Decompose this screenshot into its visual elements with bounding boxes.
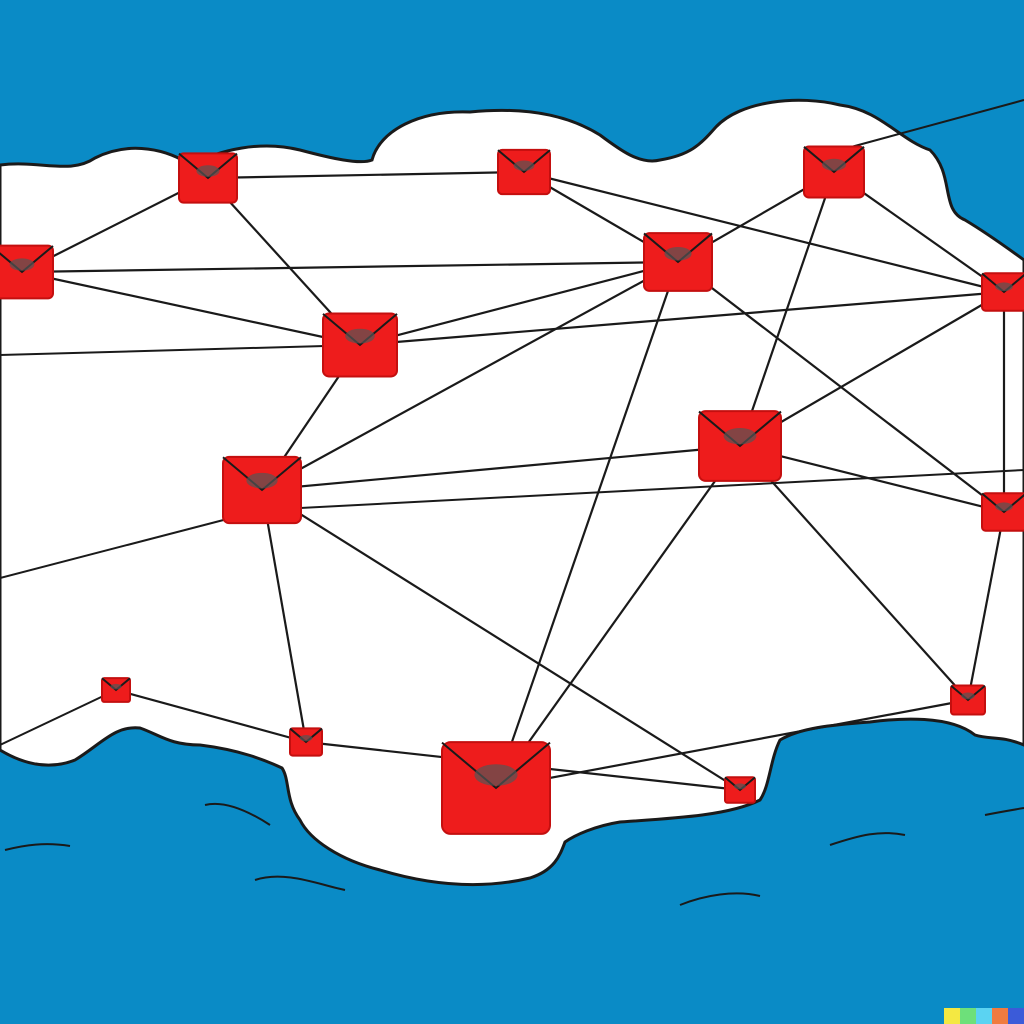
network-node (981, 272, 1024, 312)
network-link (207, 170, 525, 180)
network-node (497, 148, 551, 196)
ground-scribbles (4, 802, 1024, 906)
network-node (981, 492, 1024, 532)
network-link (0, 689, 117, 746)
network-link (261, 444, 741, 492)
network-link (260, 489, 308, 743)
watermark-swatch (944, 1008, 960, 1024)
network-nodes (0, 145, 1024, 835)
watermark-swatch (992, 1008, 1008, 1024)
network-link (523, 170, 1005, 294)
watermark-strip (944, 1008, 1024, 1024)
network-link (261, 469, 1024, 511)
network-link (359, 260, 679, 347)
network-link (0, 509, 263, 579)
watermark-swatch (960, 1008, 976, 1024)
network-node (0, 244, 54, 300)
network-link (495, 445, 741, 789)
network-node (724, 776, 756, 804)
network-link (738, 171, 836, 447)
network-link (21, 270, 361, 347)
network-link (359, 290, 1005, 347)
network-link (115, 688, 307, 744)
watermark-swatch (1008, 1008, 1024, 1024)
network-node (643, 232, 713, 292)
network-link (966, 511, 1006, 701)
network-link (261, 489, 741, 791)
network-node (222, 455, 302, 525)
network-link (739, 291, 1005, 447)
network-link (494, 261, 680, 789)
cloud-shape (0, 98, 1024, 887)
watermark-swatch (976, 1008, 992, 1024)
network-node (101, 677, 131, 703)
network-link (739, 445, 969, 701)
network-node (803, 145, 865, 199)
network-link (839, 99, 1024, 151)
network-link (21, 260, 679, 274)
network-link (495, 698, 969, 790)
network-node (698, 410, 782, 482)
network-node (178, 152, 238, 204)
network-node (950, 684, 986, 716)
network-node (289, 727, 323, 757)
network-link (0, 344, 361, 356)
network-link (739, 444, 1005, 514)
network-node (322, 312, 398, 378)
network-node (441, 741, 551, 835)
network-link (261, 261, 679, 491)
